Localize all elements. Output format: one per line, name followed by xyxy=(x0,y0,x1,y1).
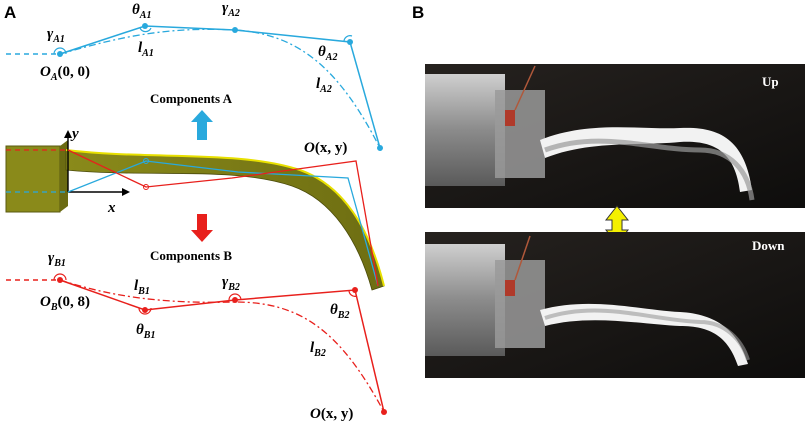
y-axis-label: y xyxy=(70,126,79,142)
label-l-a2: lA2 xyxy=(316,76,332,95)
angle-theta-a1-arc xyxy=(139,27,152,33)
label-tip-b: O(x, y) xyxy=(310,406,353,422)
x-axis-label: x xyxy=(107,200,116,216)
panel-a-letter: A xyxy=(4,3,16,22)
model-a-linkage xyxy=(67,160,379,287)
joint-a-tip xyxy=(377,145,383,151)
label-gamma-b2: γB2 xyxy=(222,274,240,293)
model-joint-b1 xyxy=(143,184,149,190)
photo-down-wire xyxy=(514,235,531,281)
photo-down-gripper-plate xyxy=(495,260,545,348)
joint-a3 xyxy=(347,39,353,45)
label-theta-b2: θB2 xyxy=(330,302,349,321)
photo-up: Up xyxy=(425,64,805,208)
joint-b1 xyxy=(142,307,148,313)
components-a-diagram xyxy=(6,23,383,151)
components-b-label: Components B xyxy=(150,248,232,263)
components-b-diagram xyxy=(6,273,387,415)
joint-b3 xyxy=(352,287,358,293)
components-b-curve xyxy=(59,279,385,413)
label-origin-a: OA(0, 0) xyxy=(40,64,90,83)
label-theta-a2: θA2 xyxy=(318,44,337,63)
joint-a2 xyxy=(232,27,238,33)
beam-highlight xyxy=(65,149,385,287)
angle-gamma-b1-arc xyxy=(53,273,67,281)
joint-b-tip xyxy=(381,409,387,415)
label-l-a1: lA1 xyxy=(138,40,154,59)
photo-down-actuator xyxy=(540,303,748,366)
joint-b2 xyxy=(232,297,238,303)
joint-a1 xyxy=(142,23,148,29)
angle-gamma-a1-arc xyxy=(53,47,67,55)
photo-down-actuator-shadow xyxy=(544,308,750,361)
label-gamma-a1: γA1 xyxy=(47,26,65,45)
arrow-down-icon xyxy=(191,214,213,242)
photo-up-actuator-shadow xyxy=(544,138,755,201)
label-gamma-b1: γB1 xyxy=(48,250,66,269)
label-gamma-a2: γA2 xyxy=(222,0,240,19)
label-theta-a1: θA1 xyxy=(132,2,151,21)
x-axis-arrowhead-icon xyxy=(122,188,130,196)
y-axis-arrowhead-icon xyxy=(64,130,72,138)
photo-up-label: Up xyxy=(762,74,779,89)
label-tip-a: O(x, y) xyxy=(304,140,347,156)
components-a-curve xyxy=(59,28,381,149)
label-origin-b: OB(0, 8) xyxy=(40,294,90,313)
angle-theta-b1-arc xyxy=(138,307,152,315)
components-b-linkage xyxy=(59,279,385,413)
components-a-label: Components A xyxy=(150,91,233,106)
angle-gamma-b2-arc xyxy=(228,293,242,301)
label-theta-b1: θB1 xyxy=(136,322,155,341)
photo-down-gripper-body xyxy=(425,244,505,356)
photo-up-wire xyxy=(514,65,536,111)
photo-up-gripper-body xyxy=(425,74,505,186)
label-l-b1: lB1 xyxy=(134,278,150,297)
panel-b-letter: B xyxy=(412,3,424,22)
model-b-linkage xyxy=(67,149,379,287)
model-joint-a1 xyxy=(143,158,149,164)
angle-theta-b2-arc xyxy=(348,289,358,297)
photo-down-wire-clip xyxy=(505,280,515,296)
joint-b0 xyxy=(57,277,63,283)
arrow-up-icon xyxy=(191,110,213,140)
actuator-model: y x xyxy=(5,126,385,291)
fixed-base-block xyxy=(5,145,61,213)
photo-up-wire-clip xyxy=(505,110,515,126)
photo-down-label: Down xyxy=(752,238,785,253)
photo-down: Down xyxy=(425,232,805,378)
photo-up-gripper-plate xyxy=(495,90,545,178)
components-a-linkage xyxy=(59,25,381,149)
angle-theta-a2-arc xyxy=(343,35,353,43)
joint-a0 xyxy=(57,51,63,57)
label-l-b2: lB2 xyxy=(310,340,326,359)
